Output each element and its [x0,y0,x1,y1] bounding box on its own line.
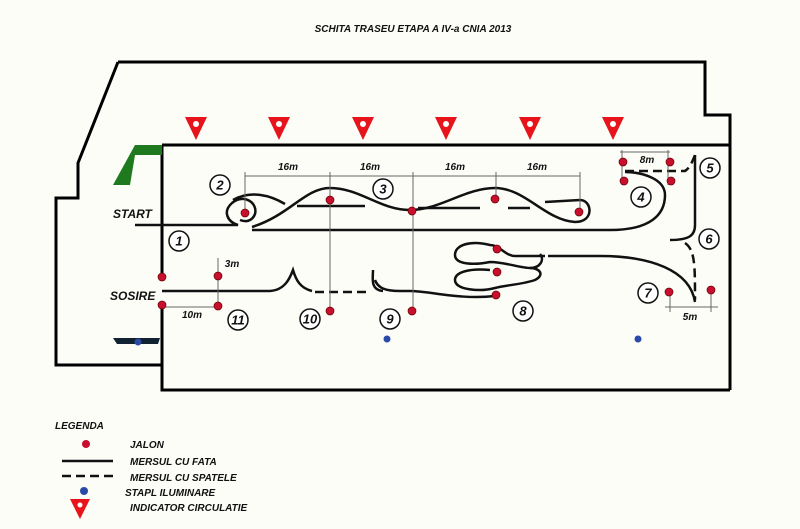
red-dot-icon [492,244,502,254]
red-dot-icon [407,206,417,216]
station-label: 5 [706,161,714,176]
red-dot-icon [157,300,167,310]
station-circles [168,157,721,331]
dimension-label: 10m [182,310,202,321]
backward-track [315,154,697,301]
station-label: 8 [519,304,527,319]
red-dot-icon [491,290,501,300]
inner-wall [160,143,730,392]
red-dot-icon [664,287,674,297]
outer-wall [54,60,732,390]
station-label: 6 [705,232,713,247]
red-dot-icon [325,306,335,316]
red-triangle-icon [519,117,541,140]
station-label: 9 [386,312,394,327]
red-dot-icon [619,176,629,186]
station-label: 2 [215,178,224,193]
legend-label: STAPL ILUMINARE [125,488,216,499]
station-label: 4 [636,190,645,205]
red-triangle-icon [268,117,290,140]
traffic-signs [185,117,624,140]
legend-label: MERSUL CU SPATELE [130,473,237,484]
dimension-label: 16m [278,162,298,173]
legend-title: LEGENDA [55,421,104,432]
red-dot-icon [490,194,500,204]
red-triangle-icon [352,117,374,140]
red-triangle-icon [70,499,90,519]
legend-label: INDICATOR CIRCULATIE [130,503,248,514]
red-dot-icon [213,301,223,311]
red-dot-icon [325,195,335,205]
start-label: START [113,207,154,221]
legend-label: MERSUL CU FATA [130,457,217,468]
red-dot-icon [665,157,675,167]
blue-dot-icon [634,335,642,343]
red-triangle-icon [602,117,624,140]
dimension-label: 16m [445,162,465,173]
red-dot-icon [157,272,167,282]
dimension-lines [160,150,718,315]
legend: LEGENDA JALON MERSUL CU FATA MERSUL CU S… [55,421,248,519]
red-dot-icon [666,176,676,186]
red-dot-icon [240,208,250,218]
red-dot-icon [407,306,417,316]
red-dot-icon [82,440,90,448]
red-dot-icon [213,271,223,281]
dimension-label: 5m [683,312,698,323]
station-label: 10 [303,312,318,327]
red-dot-icon [492,267,502,277]
lamps [134,335,642,346]
red-dot-icon [574,207,584,217]
finish-label: SOSIRE [110,289,156,303]
station-label: 7 [644,286,652,301]
red-dot-icon [706,285,716,295]
diagram-title: SCHITA TRASEU ETAPA A IV-a CNIA 2013 [315,24,512,35]
red-triangle-icon [185,117,207,140]
station-label: 3 [379,182,387,197]
red-triangle-icon [435,117,457,140]
station-label: 1 [175,234,182,249]
green-area [113,145,162,185]
dimension-label: 8m [640,155,655,166]
blue-dot-icon [383,335,391,343]
red-dot-icon [618,157,628,167]
legend-label: JALON [130,440,165,451]
dimension-label: 3m [225,259,240,270]
station-label: 11 [231,313,245,328]
dimension-label: 16m [360,162,380,173]
dimension-label: 16m [527,162,547,173]
blue-dot-icon [134,338,142,346]
blue-dot-icon [80,487,88,495]
forward-track [135,155,697,303]
cones [157,157,716,316]
